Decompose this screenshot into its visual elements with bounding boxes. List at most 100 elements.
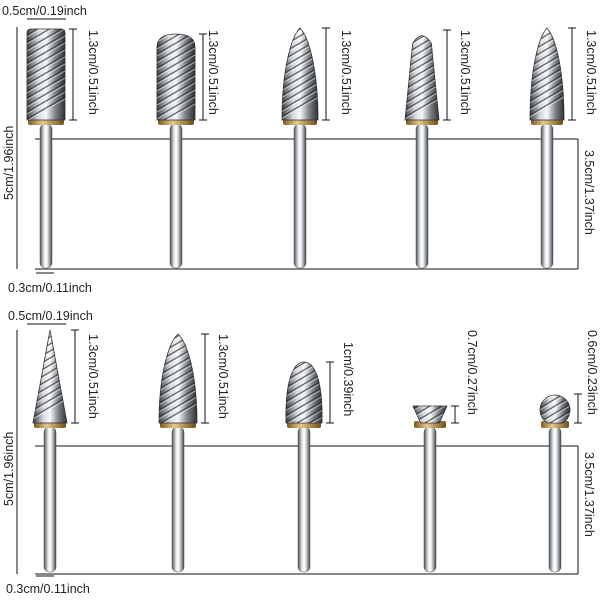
bottom-flutes-3 (268, 314, 340, 423)
top-flute-highlight (138, 0, 214, 32)
top-flute-line (157, 55, 195, 101)
bottom-flute-line (540, 401, 570, 423)
top-flute-line (405, 35, 439, 72)
bottom-flute-line (285, 397, 323, 423)
bottom-flute-highlight (159, 371, 197, 417)
top-flute-line (282, 42, 318, 86)
top-flute-highlight (282, 65, 318, 109)
bottom-shank-5 (548, 426, 562, 573)
bottom-flute-highlight (285, 392, 323, 423)
top-flute-highlight (530, 58, 564, 100)
bottom-flute-highlight (159, 364, 197, 410)
bottom-flute-highlight (33, 381, 67, 423)
top-flute-highlight (530, 28, 564, 30)
bottom-flute-line (285, 362, 323, 399)
top-burr-bit-3 (281, 27, 330, 269)
bottom-flute-line (285, 369, 323, 413)
top-flute-line (27, 64, 65, 110)
top-flute-line (282, 28, 318, 65)
top-flute-highlight (530, 28, 564, 58)
top-flute-line (282, 28, 318, 72)
bottom-flute-line (525, 353, 585, 389)
top-flute-line (405, 51, 439, 93)
top-flute-line (405, 35, 439, 37)
top-flute-highlight (530, 79, 564, 120)
top-flute-highlight (405, 35, 439, 39)
top-flute-line (530, 42, 564, 84)
top-flute-line (157, 62, 195, 108)
top-flute-highlight (27, 45, 65, 91)
bottom-burr-bit-2 (140, 288, 216, 573)
bottom-flute-highlight (159, 334, 197, 368)
bottom-shank-4 (423, 426, 437, 573)
bottom-flute-line (268, 314, 340, 356)
top-flute-highlight (157, 36, 195, 82)
top-flute-line (27, 57, 65, 103)
top-flute-line (405, 58, 439, 100)
bottom-flute-highlight (159, 334, 197, 361)
bottom-flute-highlight (33, 346, 67, 388)
top-flute-highlight (282, 28, 318, 32)
top-flute-line (27, 43, 65, 89)
top-flute-highlight (157, 71, 195, 117)
bottom-flute-highlight (525, 355, 585, 391)
bottom-flute-line (540, 395, 570, 423)
bottom-flute-highlight (540, 395, 570, 399)
bottom-flute-highlight (285, 362, 323, 366)
bottom-flute-line (285, 383, 323, 423)
top-shank-4 (415, 123, 429, 269)
top-flute-highlight (282, 58, 318, 102)
bottom-flute-highlight (33, 330, 67, 353)
top-flute-line (405, 44, 439, 86)
top-flute-highlight (530, 65, 564, 107)
top-flute-highlight (405, 67, 439, 109)
top-burr-bit-5 (529, 27, 576, 269)
top-flute-highlight (530, 44, 564, 86)
bottom-flute-highlight (140, 288, 216, 332)
top-flute-highlight (157, 92, 195, 120)
top-flute-line (530, 63, 564, 105)
top-flutes-2 (138, 0, 214, 120)
bottom-burr-bit-3 (268, 314, 340, 573)
bottom-flutes-1 (33, 330, 67, 423)
bottom-flute-line (159, 362, 197, 408)
bottom-flute-highlight (285, 385, 323, 423)
top-flute-line (157, 69, 195, 115)
top-burr-bit-2 (138, 0, 214, 269)
top-flute-highlight (282, 72, 318, 116)
top-flute-highlight (27, 31, 65, 77)
top-flute-line (157, 34, 195, 73)
top-flute-highlight (388, 0, 456, 31)
top-head-length-label-4: 1.3cm/0.51inch (458, 30, 472, 115)
top-flute-line (282, 28, 318, 58)
bottom-flute-highlight (33, 339, 67, 381)
top-shank-2 (169, 123, 183, 269)
bottom-flute-line (285, 362, 323, 364)
top-flutes-4 (388, 0, 456, 120)
top-flute-highlight (27, 80, 65, 120)
bottom-flute-highlight (33, 332, 67, 374)
top-flute-line (27, 50, 65, 96)
bottom-flute-line (33, 358, 67, 400)
top-flute-highlight (27, 52, 65, 98)
bottom-flute-line (396, 358, 464, 398)
top-flute-line (530, 49, 564, 91)
bottom-flute-highlight (159, 385, 197, 423)
bottom-flute-highlight (159, 357, 197, 403)
top-flutes-5 (530, 28, 564, 120)
top-flute-highlight (405, 74, 439, 116)
bottom-flute-highlight (268, 316, 340, 358)
top-head-length-label-3: 1.3cm/0.51inch (339, 30, 353, 115)
bottom-flute-line (33, 379, 67, 421)
top-flute-line (405, 72, 439, 114)
bottom-flute-line (285, 362, 323, 406)
bottom-flute-line (396, 365, 464, 405)
bottom-shank-1 (43, 426, 57, 573)
top-shank-5 (540, 123, 554, 269)
top-flute-line (530, 56, 564, 98)
top-flute-line (282, 56, 318, 100)
bottom-flute-line (33, 351, 67, 393)
bottom-flute-highlight (159, 334, 197, 375)
bottom-flute-highlight (413, 406, 447, 423)
top-flute-line (157, 34, 195, 38)
